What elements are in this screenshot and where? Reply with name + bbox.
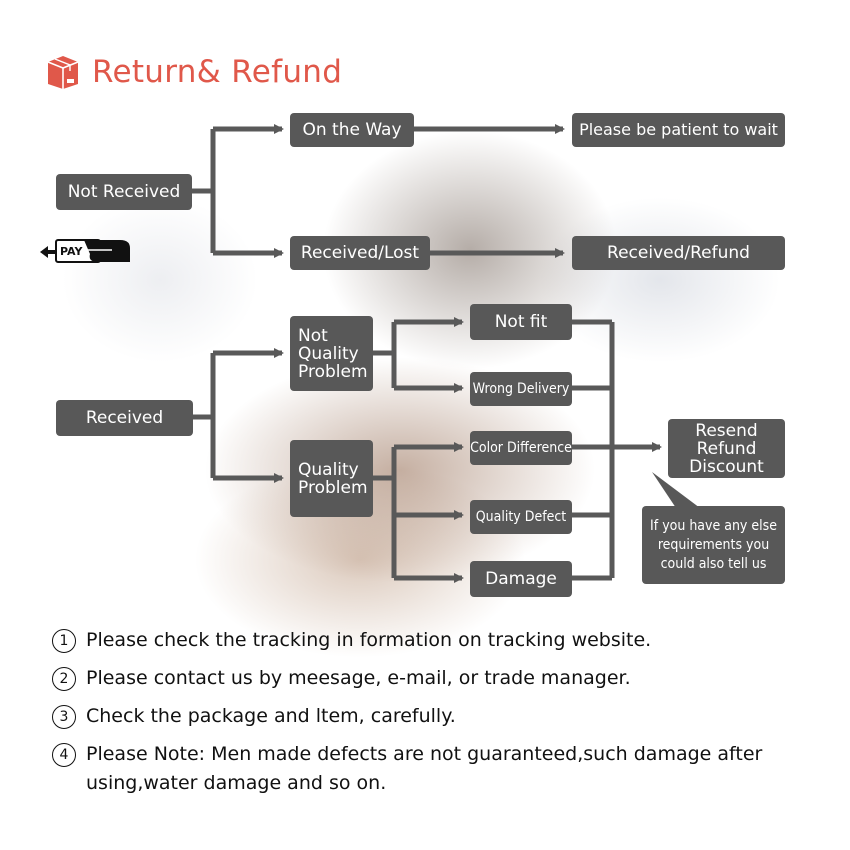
note-item: 2 Please contact us by meesage, e-mail, …: [52, 664, 832, 693]
note-number: 2: [52, 667, 76, 691]
node-received: Received: [56, 400, 193, 436]
note-text: Check the package and ltem, carefully.: [86, 705, 456, 727]
note-item: 1 Please check the tracking in formation…: [52, 626, 832, 655]
node-color-difference: Color Difference: [470, 431, 572, 465]
note-number: 1: [52, 629, 76, 653]
page-title: Return& Refund: [92, 54, 343, 90]
node-wrong-delivery: Wrong Delivery: [470, 372, 572, 406]
node-resolution: Resend Refund Discount: [668, 419, 785, 478]
note-number: 4: [52, 743, 76, 767]
node-not-quality-problem: Not Quality Problem: [290, 316, 373, 391]
node-damage: Damage: [470, 561, 572, 597]
node-received-lost: Received/Lost: [290, 236, 430, 270]
page-header: Return& Refund: [46, 50, 342, 94]
package-box-icon: [47, 56, 79, 89]
note-text: Please check the tracking in formation o…: [86, 629, 652, 651]
node-received-refund: Received/Refund: [572, 236, 785, 270]
note-item: 3 Check the package and ltem, carefully.: [52, 702, 832, 731]
note-text: Please contact us by meesage, e-mail, or…: [86, 667, 631, 689]
callout-else-requirements: If you have any else requirements you co…: [642, 506, 785, 584]
callout-pointer: [652, 472, 700, 508]
notes-list: 1 Please check the tracking in formation…: [52, 626, 832, 807]
note-number: 3: [52, 705, 76, 729]
node-not-fit: Not fit: [470, 304, 572, 340]
svg-text:PAY: PAY: [60, 245, 84, 258]
note-item: 4 Please Note: Men made defects are not …: [52, 740, 832, 798]
node-on-the-way: On the Way: [290, 113, 414, 147]
node-quality-defect: Quality Defect: [470, 500, 572, 534]
node-not-received: Not Received: [56, 174, 192, 210]
node-quality-problem: Quality Problem: [290, 440, 373, 517]
pay-card-icon: PAY: [40, 239, 130, 263]
note-text: Please Note: Men made defects are not gu…: [86, 743, 763, 794]
node-please-wait: Please be patient to wait: [572, 113, 785, 147]
